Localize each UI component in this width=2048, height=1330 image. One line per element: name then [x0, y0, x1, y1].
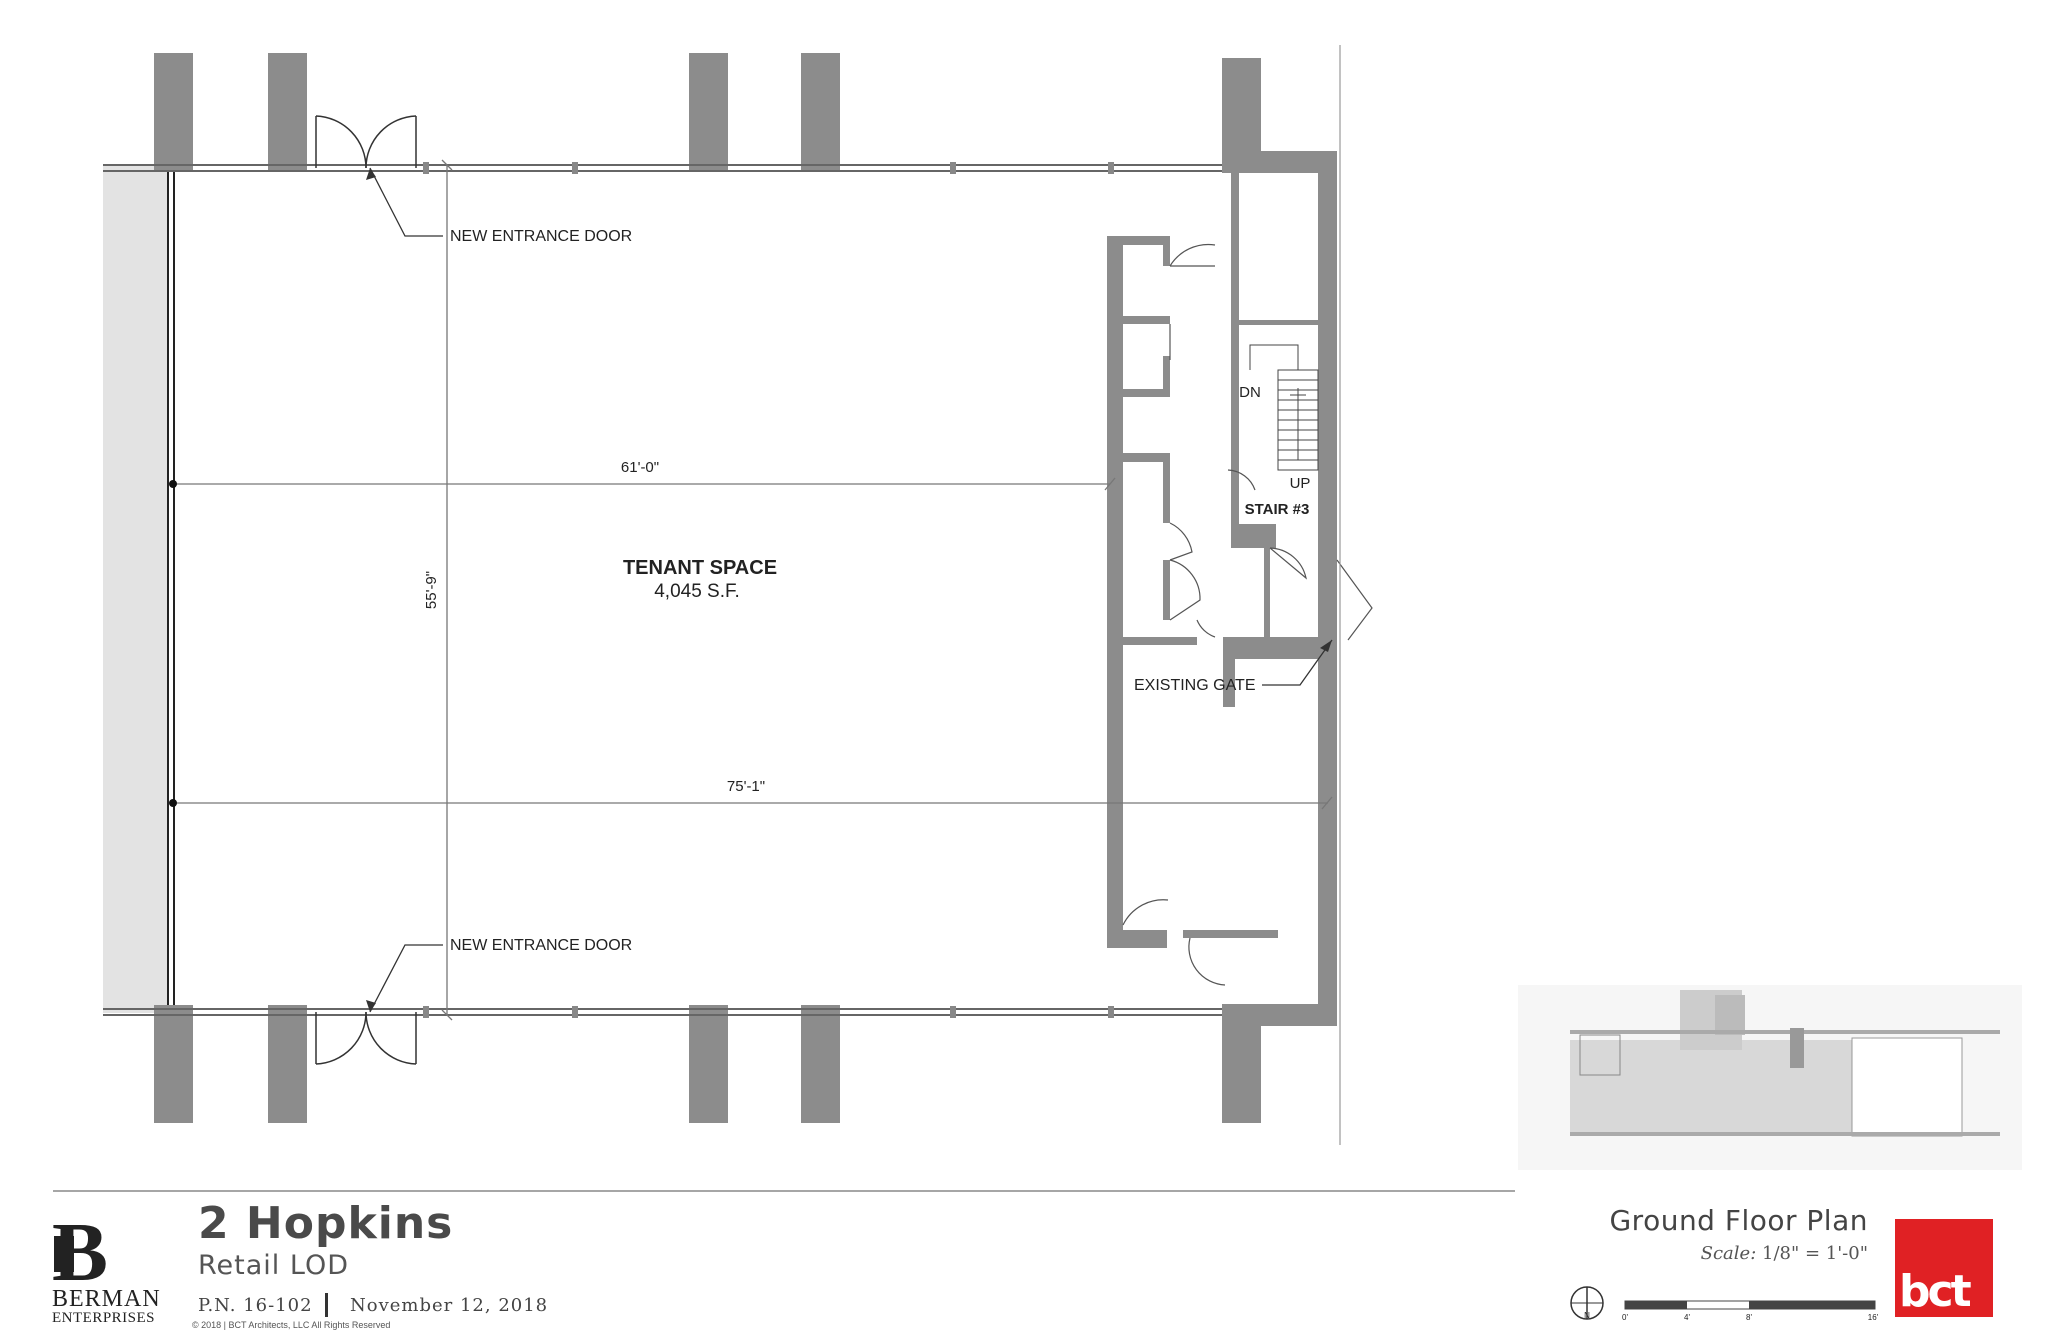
leader-arrows	[366, 168, 1332, 1012]
core-door-swings	[1122, 243, 1373, 986]
project-name: 2 Hopkins	[198, 1198, 454, 1249]
scale-label: Scale:	[1700, 1243, 1757, 1264]
core-walls	[1107, 151, 1337, 1026]
dim-depth: 55'-9"	[423, 571, 440, 609]
leaders	[369, 167, 1333, 1013]
stair-dn: DN	[1239, 384, 1261, 401]
callout-gate: EXISTING GATE	[1134, 677, 1256, 694]
bottom-columns	[154, 1005, 1261, 1123]
bottom-storefront	[103, 1008, 1222, 1016]
stair-up: UP	[1290, 475, 1311, 492]
project-date: November 12, 2018	[350, 1295, 549, 1316]
svg-text:4': 4'	[1684, 1313, 1690, 1322]
storefront-glazing	[103, 165, 168, 1013]
scale-value: 1/8" = 1'-0"	[1762, 1243, 1868, 1264]
top-entrance-door	[315, 115, 417, 169]
scale-bar	[1624, 1300, 1876, 1310]
project-subtitle: Retail LOD	[198, 1250, 349, 1281]
svg-text:0': 0'	[1622, 1313, 1628, 1322]
key-plan	[1518, 985, 2022, 1170]
company-line1: BERMAN	[52, 1286, 161, 1312]
bct-logo-text: bct	[1899, 1266, 1972, 1317]
north-arrow-icon	[1570, 1286, 1604, 1320]
room-area: 4,045 S.F.	[654, 581, 740, 602]
stair-name: STAIR #3	[1245, 501, 1310, 518]
svg-text:8': 8'	[1746, 1313, 1752, 1322]
berman-logo: B	[52, 1206, 108, 1299]
callout-top-door: NEW ENTRANCE DOOR	[450, 228, 632, 245]
title-separator	[325, 1293, 328, 1317]
dim-width-upper: 61'-0"	[621, 459, 659, 476]
copyright: © 2018 | BCT Architects, LLC All Rights …	[192, 1320, 391, 1330]
dimension-dot	[169, 799, 177, 807]
storefront-ticks	[423, 162, 1114, 1018]
dimension-dot	[169, 480, 177, 488]
dim-width-lower: 75'-1"	[727, 778, 765, 795]
bct-logo: bct	[1895, 1219, 1993, 1317]
scale-ticks: 0' 4' 8' 16'	[1622, 1313, 1879, 1322]
callout-bottom-door: NEW ENTRANCE DOOR	[450, 937, 632, 954]
sheet-scale: Scale: 1/8" = 1'-0"	[1701, 1243, 1868, 1264]
dimension-lines	[175, 159, 1333, 1021]
bottom-entrance-door	[315, 1011, 417, 1065]
north-label: N	[1584, 1311, 1590, 1320]
svg-text:16': 16'	[1868, 1313, 1879, 1322]
project-number: P.N. 16-102	[198, 1295, 313, 1316]
sheet-title: Ground Floor Plan	[1609, 1204, 1868, 1237]
stair-3	[1249, 344, 1319, 471]
top-columns	[154, 53, 1261, 171]
room-name: TENANT SPACE	[623, 557, 777, 579]
top-storefront	[103, 164, 1222, 172]
company-line2: ENTERPRISES	[52, 1310, 156, 1326]
